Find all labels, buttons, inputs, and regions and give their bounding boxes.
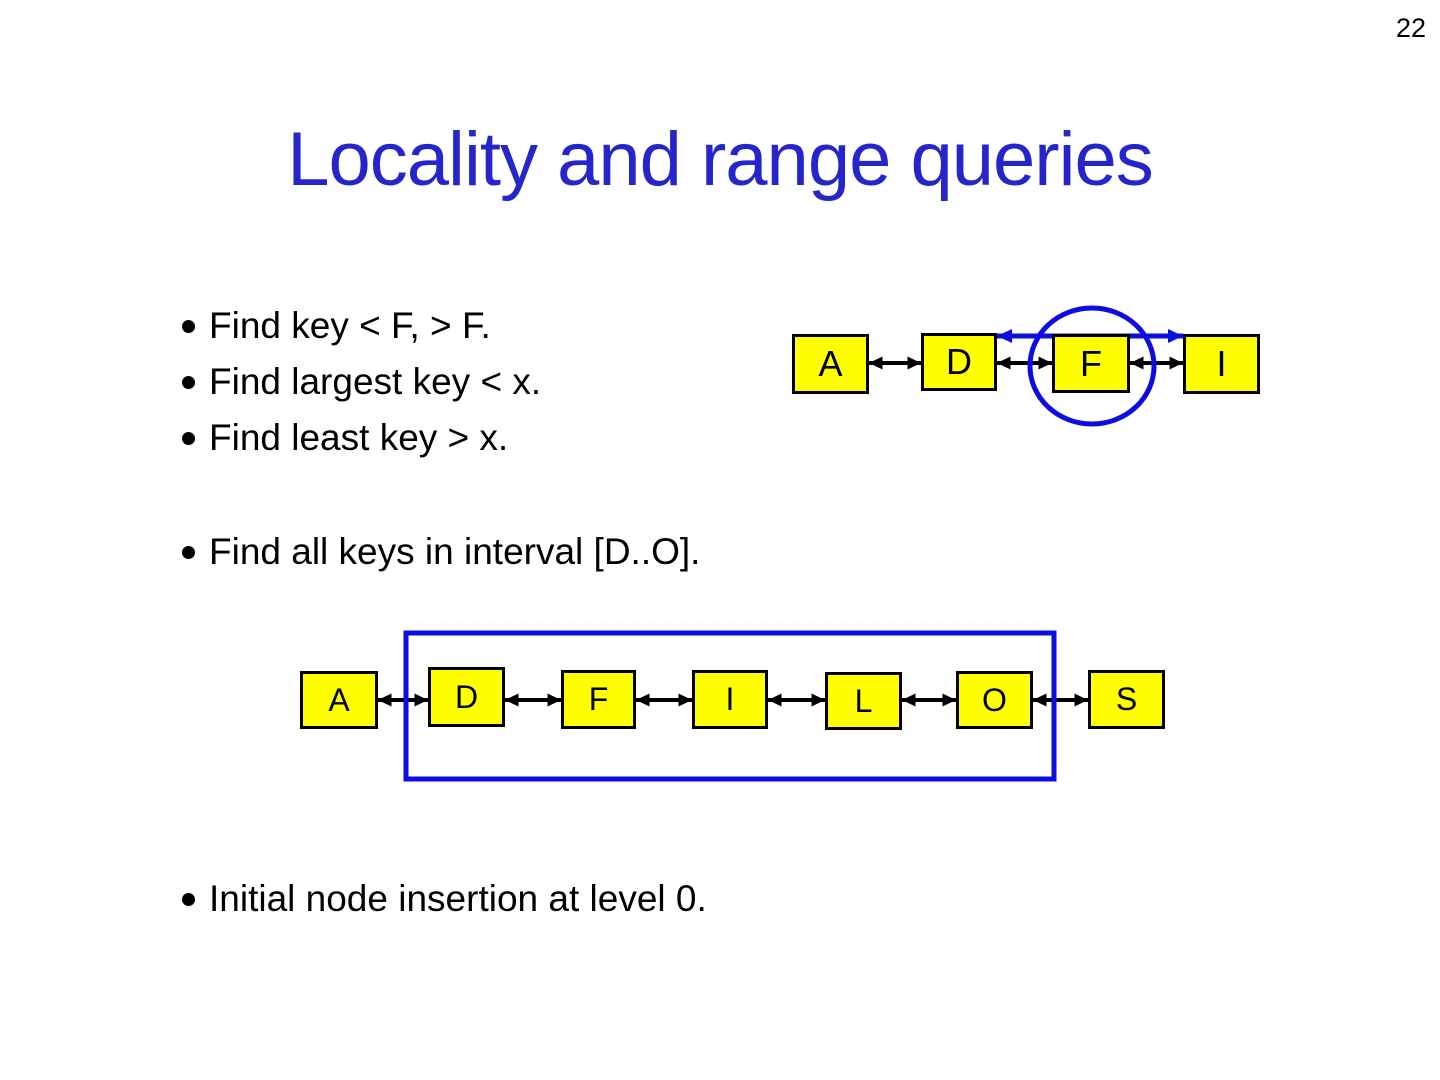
bullet-marker: [182, 319, 195, 333]
bullet-find-least: Find least key > x.: [182, 416, 508, 460]
node-a-bottom: A: [300, 671, 378, 729]
node-label: I: [725, 681, 735, 717]
bullet-marker: [182, 431, 195, 445]
bullet-text: Find least key > x.: [209, 417, 509, 458]
bullet-find-interval: Find all keys in interval [D..O].: [182, 530, 700, 574]
node-label: D: [454, 678, 479, 715]
node-l-bottom: L: [825, 672, 902, 730]
bullet-text: Find key < F, > F.: [209, 305, 491, 346]
node-i-top: I: [1183, 334, 1260, 394]
node-label: F: [1080, 342, 1102, 384]
node-d-bottom: D: [428, 667, 505, 727]
node-i-bottom: I: [692, 670, 768, 729]
bullet-find-key: Find key < F, > F.: [182, 304, 491, 348]
page-number: 22: [1395, 13, 1426, 43]
bullet-text: Initial node insertion at level 0.: [209, 878, 707, 919]
bullet-initial-insertion: Initial node insertion at level 0.: [182, 877, 707, 921]
node-label: A: [818, 343, 843, 384]
node-d-top: D: [921, 333, 997, 391]
node-o-bottom: O: [956, 671, 1033, 729]
node-f-bottom: F: [561, 670, 636, 729]
node-a-top: A: [792, 334, 869, 394]
bullet-marker: [182, 375, 195, 389]
slide-title: Locality and range queries: [287, 117, 1153, 202]
node-label: D: [946, 341, 972, 382]
node-label: I: [1216, 343, 1227, 384]
bullet-text: Find largest key < x.: [209, 361, 542, 402]
bullet-text: Find all keys in interval [D..O].: [209, 531, 701, 572]
node-label: S: [1115, 681, 1138, 717]
node-label: A: [328, 681, 350, 718]
bullet-marker: [182, 892, 195, 906]
node-s-bottom: S: [1088, 670, 1165, 729]
node-label: O: [982, 681, 1007, 718]
node-f-top: F: [1052, 334, 1130, 393]
node-label: F: [588, 681, 609, 717]
node-label: L: [854, 682, 873, 719]
bullet-marker: [182, 545, 195, 559]
bullet-find-largest: Find largest key < x.: [182, 360, 541, 404]
